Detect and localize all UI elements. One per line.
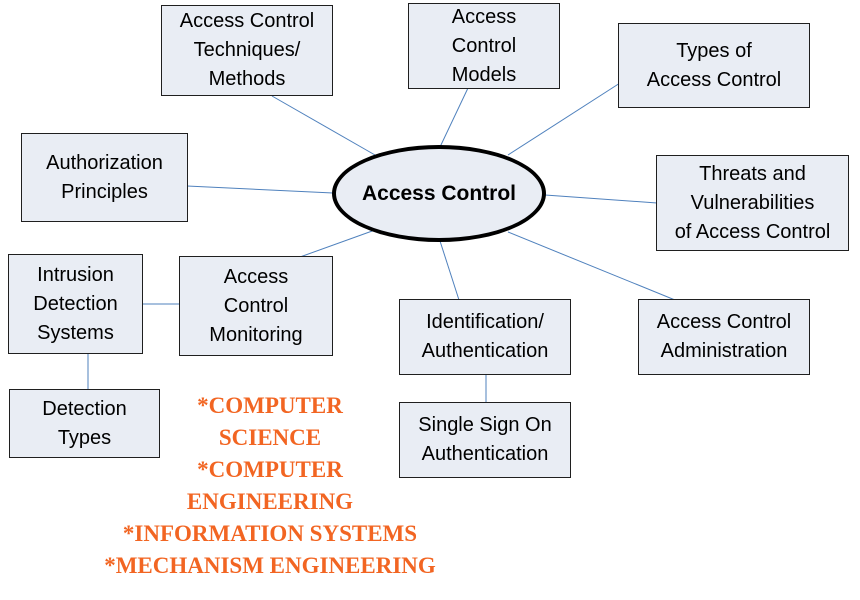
node-sso[interactable]: Single Sign On Authentication <box>399 402 571 478</box>
note-computer-engineering: *COMPUTER ENGINEERING <box>186 457 354 514</box>
note-information-systems: *INFORMATION SYSTEMS <box>122 521 418 546</box>
connector-monitoring <box>299 229 376 258</box>
node-authorization[interactable]: Authorization Principles <box>21 133 188 222</box>
connector-administration <box>507 231 676 301</box>
node-techniques[interactable]: Access Control Techniques/ Methods <box>161 5 333 96</box>
connector-identification <box>439 240 460 301</box>
center-node-access-control[interactable]: Access Control <box>332 145 546 242</box>
node-types[interactable]: Types of Access Control <box>618 23 810 108</box>
node-threats[interactable]: Threats and Vulnerabilities of Access Co… <box>656 155 849 251</box>
connector-types <box>507 82 621 156</box>
note-mechanism-engineering: *MECHANISM ENGINEERING <box>104 553 436 578</box>
node-monitoring[interactable]: Access Control Monitoring <box>179 256 333 356</box>
node-detection[interactable]: Detection Types <box>9 389 160 458</box>
connector-models <box>439 87 469 148</box>
node-administration[interactable]: Access Control Administration <box>638 299 810 375</box>
node-models[interactable]: Access Control Models <box>408 3 560 89</box>
node-identification[interactable]: Identification/ Authentication <box>399 299 571 375</box>
connector-threats <box>544 194 658 204</box>
connector-authorization <box>186 185 334 194</box>
node-intrusion[interactable]: Intrusion Detection Systems <box>8 254 143 354</box>
note-computer-science: *COMPUTER SCIENCE <box>197 393 343 450</box>
connector-techniques <box>271 95 376 156</box>
